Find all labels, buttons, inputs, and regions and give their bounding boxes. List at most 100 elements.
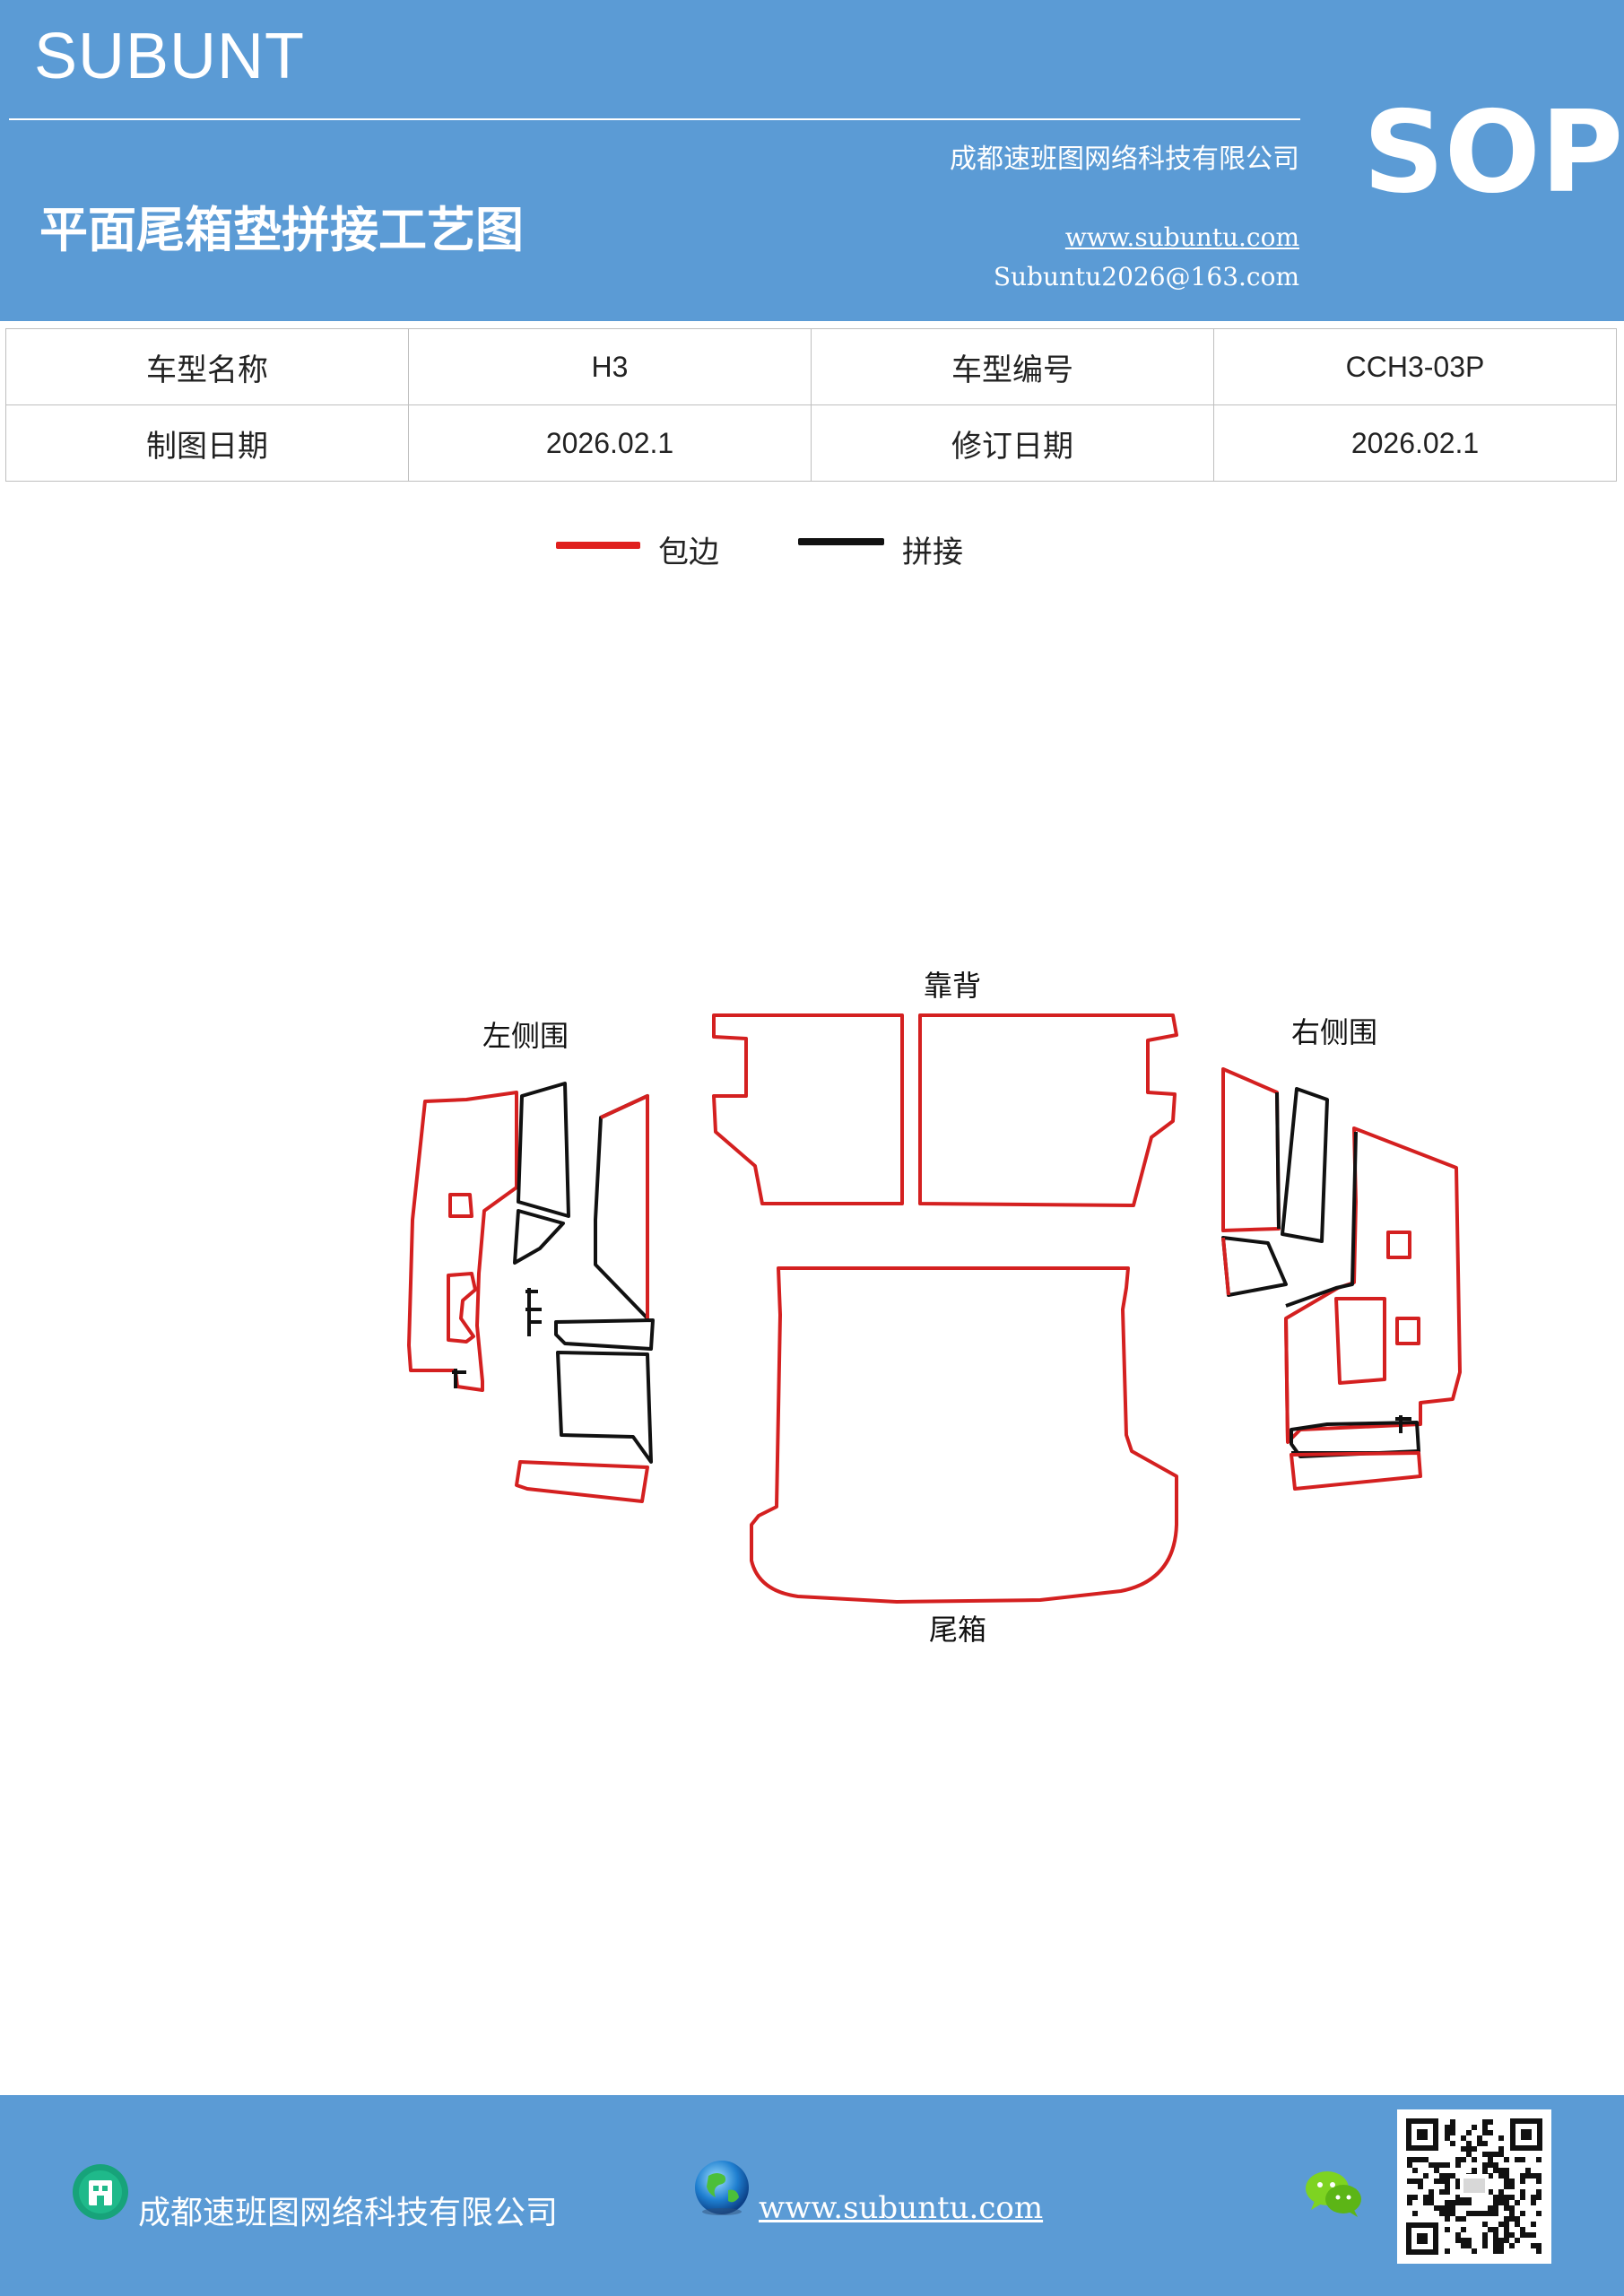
table-row: 车型名称 H3 车型编号 CCH3-03P <box>5 328 1617 405</box>
backrest-right-panel <box>918 1013 1178 1207</box>
right-window-2 <box>1395 1317 1420 1345</box>
qr-module <box>1531 2200 1536 2205</box>
right-outer-panel <box>1284 1126 1462 1444</box>
qr-code[interactable] <box>1397 2109 1551 2264</box>
qr-module <box>1445 2248 1450 2254</box>
left-triangle-piece <box>513 1209 565 1265</box>
qr-module <box>1477 2135 1482 2141</box>
qr-module <box>1455 2232 1461 2238</box>
qr-module <box>1461 2200 1466 2205</box>
qr-module <box>1488 2130 1493 2135</box>
label-backrest: 靠背 <box>924 969 981 1003</box>
qr-module <box>1466 2146 1472 2152</box>
qr-module <box>1531 2232 1536 2238</box>
qr-module <box>1477 2211 1482 2216</box>
qr-module <box>1407 2179 1412 2184</box>
right-pillar-strip <box>1281 1087 1329 1243</box>
qr-module <box>1520 2189 1525 2195</box>
qr-module <box>1482 2232 1488 2238</box>
footer-website-link[interactable]: www.subuntu.com <box>759 2190 1044 2226</box>
email-address[interactable]: Subuntu2026@163.com <box>993 262 1299 291</box>
qr-module <box>1445 2189 1450 2195</box>
qr-module <box>1455 2184 1461 2189</box>
qr-module <box>1515 2222 1520 2227</box>
qr-module <box>1504 2205 1509 2211</box>
qr-module <box>1525 2232 1531 2238</box>
qr-module <box>1466 2243 1472 2248</box>
qr-module <box>1445 2211 1450 2216</box>
qr-module <box>1498 2222 1504 2227</box>
qr-module <box>1493 2205 1498 2211</box>
qr-module <box>1412 2179 1418 2184</box>
qr-module <box>1488 2227 1493 2232</box>
qr-module <box>1461 2216 1466 2222</box>
qr-module <box>1482 2238 1488 2243</box>
legend-label-seam: 拼接 <box>902 535 963 570</box>
qr-module <box>1434 2205 1439 2211</box>
left-inner-panel <box>594 1094 649 1320</box>
footer-company: 成都速班图网络科技有限公司 <box>138 2195 559 2231</box>
table-row: 制图日期 2026.02.1 修订日期 2026.02.1 <box>5 404 1617 482</box>
qr-module <box>1423 2157 1429 2162</box>
label-revise-date: 修订日期 <box>811 404 1214 482</box>
qr-module <box>1515 2157 1520 2162</box>
qr-module <box>1493 2168 1498 2173</box>
right-joint-mark <box>1395 1415 1411 1433</box>
qr-module <box>1407 2157 1412 2162</box>
qr-module <box>1536 2248 1541 2254</box>
label-right-side: 右侧围 <box>1291 1015 1377 1049</box>
qr-module <box>1509 2205 1515 2211</box>
right-bottom-strip <box>1290 1451 1422 1491</box>
qr-module <box>1504 2173 1509 2179</box>
qr-module <box>1493 2200 1498 2205</box>
qr-module <box>1493 2211 1498 2216</box>
qr-module <box>1439 2179 1445 2184</box>
qr-module <box>1536 2189 1541 2195</box>
legend-swatch-edge <box>556 542 640 549</box>
qr-module <box>1461 2243 1466 2248</box>
qr-module <box>1434 2162 1439 2168</box>
qr-module <box>1461 2157 1466 2162</box>
qr-module <box>1493 2227 1498 2232</box>
qr-module <box>1482 2162 1488 2168</box>
qr-module <box>1461 2238 1466 2243</box>
qr-module <box>1472 2168 1477 2173</box>
qr-module <box>1450 2119 1455 2125</box>
qr-module <box>1498 2243 1504 2248</box>
qr-module <box>1455 2157 1461 2162</box>
qr-module <box>1536 2179 1541 2184</box>
qr-module <box>1445 2179 1450 2184</box>
value-model-code: CCH3-03P <box>1213 328 1617 405</box>
qr-module <box>1461 2146 1466 2152</box>
left-bottom-strip <box>515 1460 649 1503</box>
qr-module <box>1482 2119 1488 2125</box>
qr-module <box>1439 2211 1445 2216</box>
qr-module <box>1536 2173 1541 2179</box>
qr-module <box>1472 2146 1477 2152</box>
right-pillar-edge <box>1221 1067 1281 1232</box>
qr-module <box>1498 2135 1504 2141</box>
qr-module <box>1488 2173 1493 2179</box>
website-link[interactable]: www.subuntu.com <box>1064 222 1299 252</box>
label-draw-date: 制图日期 <box>5 404 409 482</box>
qr-module <box>1520 2179 1525 2184</box>
value-revise-date: 2026.02.1 <box>1213 404 1617 482</box>
qr-module <box>1498 2238 1504 2243</box>
qr-module <box>1466 2141 1472 2146</box>
qr-module <box>1472 2125 1477 2130</box>
left-notch <box>447 1272 477 1344</box>
document-title: 平面尾箱垫拼接工艺图 <box>39 201 524 258</box>
qr-module <box>1504 2157 1509 2162</box>
qr-module <box>1450 2125 1455 2130</box>
qr-module <box>1429 2195 1434 2200</box>
qr-module <box>1488 2205 1493 2211</box>
qr-module <box>1455 2162 1461 2168</box>
qr-module <box>1498 2168 1504 2173</box>
qr-module <box>1407 2200 1412 2205</box>
qr-module <box>1418 2179 1423 2184</box>
qr-module <box>1493 2243 1498 2248</box>
qr-module <box>1488 2157 1493 2162</box>
qr-module <box>1498 2195 1504 2200</box>
qr-module <box>1450 2141 1455 2146</box>
qr-module <box>1509 2184 1515 2189</box>
